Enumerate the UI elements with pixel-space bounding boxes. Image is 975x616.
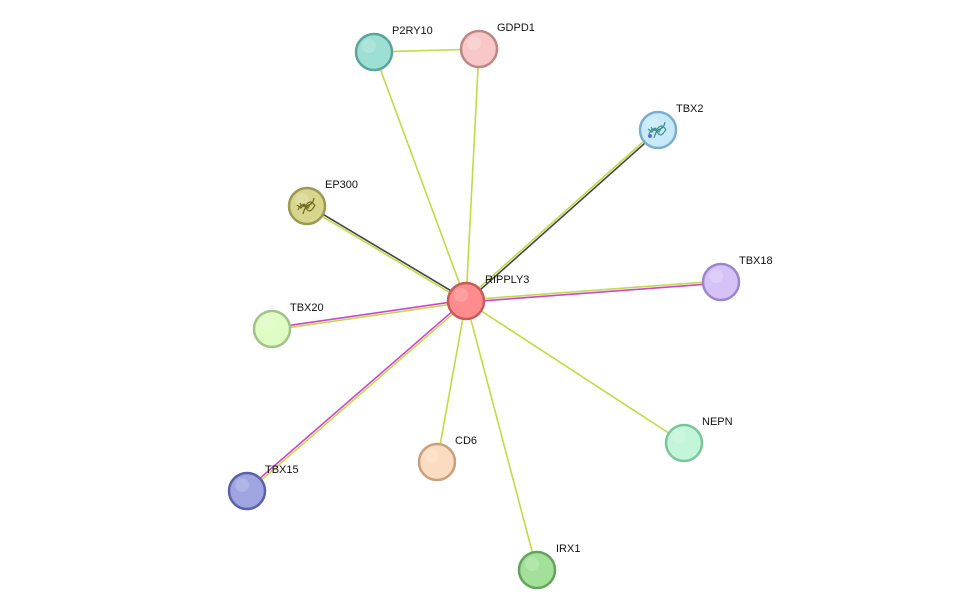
nodes-layer: [227, 29, 741, 590]
protein-structure-stroke: [647, 126, 663, 133]
node-label-gdpd1: GDPD1: [497, 22, 535, 34]
node-ripply3[interactable]: [446, 281, 486, 321]
node-highlight: [646, 117, 660, 131]
node-highlight: [235, 478, 249, 492]
protein-structure-stroke: [653, 121, 666, 139]
node-highlight: [454, 288, 468, 302]
edge-evidence-line: [436, 300, 467, 463]
edge-evidence-line: [464, 128, 659, 301]
node-label-cd6: CD6: [455, 435, 477, 447]
edge-evidence-line: [271, 301, 467, 331]
protein-structure-icon: [296, 197, 316, 215]
protein-structure-icon: [647, 121, 667, 139]
edge-evidence-line: [271, 299, 467, 329]
node-highlight: [672, 430, 686, 444]
node-tbx18[interactable]: [701, 262, 741, 302]
node-label-tbx2: TBX2: [676, 103, 704, 115]
edge-ripply3-tbx15[interactable]: [245, 299, 468, 493]
node-circle[interactable]: [664, 423, 704, 463]
node-highlight: [467, 36, 481, 50]
protein-structure-dot: [648, 134, 652, 138]
node-label-nepn: NEPN: [702, 416, 733, 428]
edge-ripply3-nepn[interactable]: [465, 300, 685, 444]
edge-ripply3-tbx18[interactable]: [465, 280, 722, 303]
edge-evidence-line: [465, 300, 538, 571]
node-tbx20[interactable]: [252, 309, 292, 349]
edge-evidence-line: [373, 51, 467, 302]
node-label-ep300: EP300: [325, 179, 358, 191]
node-circle[interactable]: [459, 29, 499, 69]
edge-evidence-line: [465, 282, 722, 303]
node-gdpd1[interactable]: [459, 29, 499, 69]
node-label-ripply3: RIPPLY3: [485, 274, 529, 286]
edge-evidence-line: [246, 301, 468, 493]
edge-evidence-line: [465, 280, 722, 301]
edge-ripply3-gdpd1[interactable]: [465, 48, 480, 302]
node-cd6[interactable]: [417, 442, 457, 482]
node-p2ry10[interactable]: [354, 32, 394, 72]
node-circle[interactable]: [227, 471, 267, 511]
protein-structure-stroke: [302, 197, 315, 215]
edge-evidence-line: [465, 300, 685, 444]
edge-evidence-line: [465, 48, 480, 302]
node-label-tbx15: TBX15: [265, 464, 299, 476]
node-highlight: [260, 316, 274, 330]
edges-layer: [245, 48, 722, 571]
node-highlight: [425, 449, 439, 463]
node-label-tbx20: TBX20: [290, 302, 324, 314]
node-circle[interactable]: [517, 550, 557, 590]
node-circle[interactable]: [701, 262, 741, 302]
node-ep300[interactable]: [287, 186, 327, 226]
node-circle[interactable]: [252, 309, 292, 349]
node-highlight: [525, 557, 539, 571]
node-circle[interactable]: [446, 281, 486, 321]
node-label-p2ry10: P2RY10: [392, 25, 433, 37]
edge-ripply3-cd6[interactable]: [436, 300, 467, 463]
protein-structure-stroke: [296, 202, 312, 209]
node-highlight: [295, 193, 309, 207]
node-circle[interactable]: [354, 32, 394, 72]
edge-evidence-line: [245, 299, 467, 491]
node-tbx15[interactable]: [227, 471, 267, 511]
node-circle[interactable]: [417, 442, 457, 482]
node-irx1[interactable]: [517, 550, 557, 590]
node-highlight: [362, 39, 376, 53]
edge-evidence-line: [306, 204, 468, 301]
node-label-tbx18: TBX18: [739, 255, 773, 267]
edge-ripply3-ep300[interactable]: [305, 204, 468, 303]
labels-layer: RIPPLY3 P2RY10 GDPD1TBX2EP300TBX18TBX20CD6…: [265, 22, 773, 555]
edge-evidence-line: [305, 206, 467, 303]
node-highlight: [709, 269, 723, 283]
node-nepn[interactable]: [664, 423, 704, 463]
edge-ripply3-p2ry10[interactable]: [373, 51, 467, 302]
edge-ripply3-tbx2[interactable]: [464, 128, 660, 303]
node-tbx2[interactable]: [638, 110, 678, 150]
edge-ripply3-tbx20[interactable]: [271, 299, 467, 331]
edge-ripply3-irx1[interactable]: [465, 300, 538, 571]
node-label-irx1: IRX1: [556, 543, 580, 555]
edge-evidence-line: [465, 130, 660, 303]
